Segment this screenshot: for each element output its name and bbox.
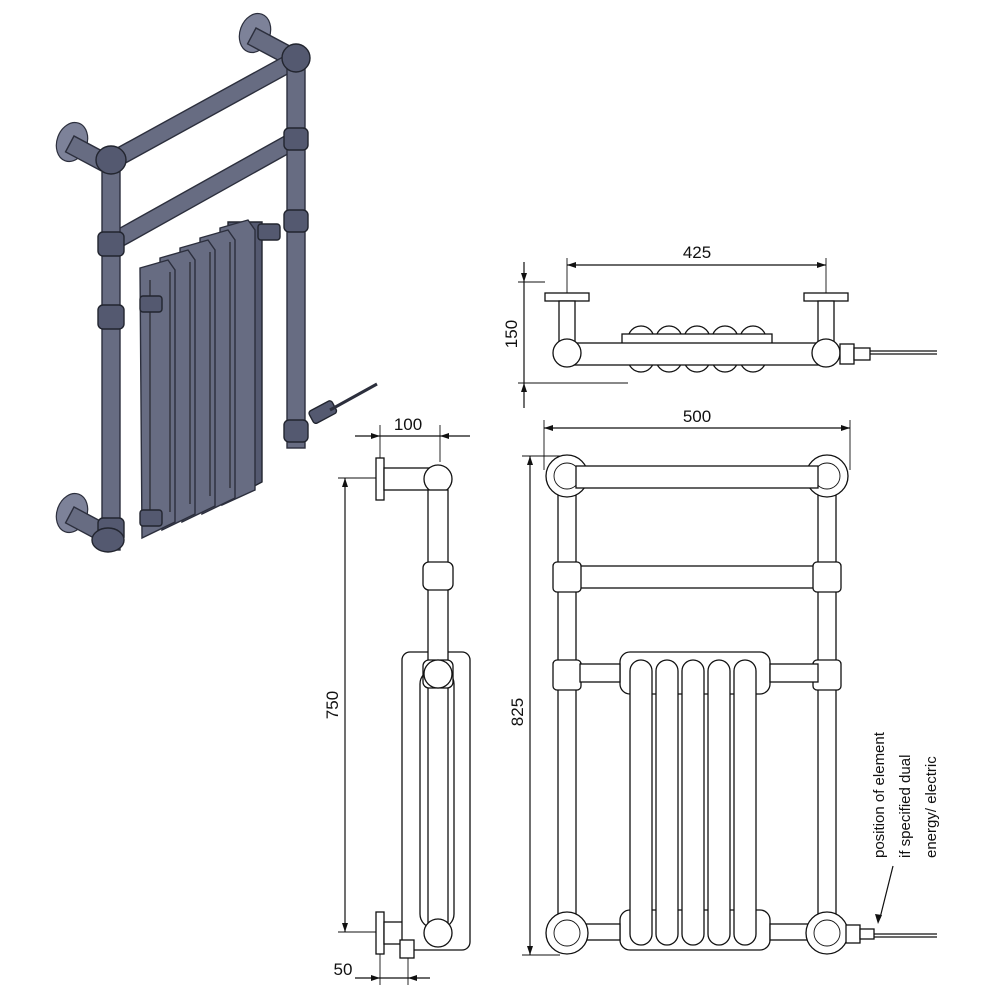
dim-label-750: 750 [323,691,342,719]
dim-label-425: 425 [683,243,711,262]
front-rail-top [575,465,819,489]
front-flange-bottom-right [805,911,849,955]
top-view: 425 150 [502,243,937,408]
note-line-3: energy/ electric [923,756,940,858]
side-upright [427,489,449,927]
top-rail-pipe [569,342,819,366]
dim-label-100: 100 [394,415,422,434]
dim-label-500: 500 [683,407,711,426]
iso-heating-element [308,382,378,425]
dim-label-150: 150 [502,320,521,348]
iso-right-upright [286,57,306,449]
front-radiator-block [619,651,771,951]
front-heating-element [845,924,937,944]
element-position-note: position of element if specified dual en… [871,731,940,924]
dim-label-50: 50 [334,960,353,979]
dim-label-825: 825 [508,698,527,726]
front-right-upright [817,479,837,931]
front-rail-second [575,565,819,589]
front-flange-bottom-left [545,911,589,955]
front-view: 500 825 [508,407,940,956]
iso-radiator-block [139,219,263,540]
side-wall-plate-bottom [375,911,385,955]
side-view: 100 750 50 [323,415,471,985]
top-flange-right [803,292,849,302]
note-line-2: if specified dual [897,755,914,858]
top-flange-left [544,292,590,302]
side-wall-plate-top [375,457,385,501]
iso-left-upright [101,159,121,551]
note-leader-line [879,865,894,919]
note-line-1: position of element [871,731,888,858]
front-left-upright [557,479,577,931]
isometric-view [55,12,378,553]
